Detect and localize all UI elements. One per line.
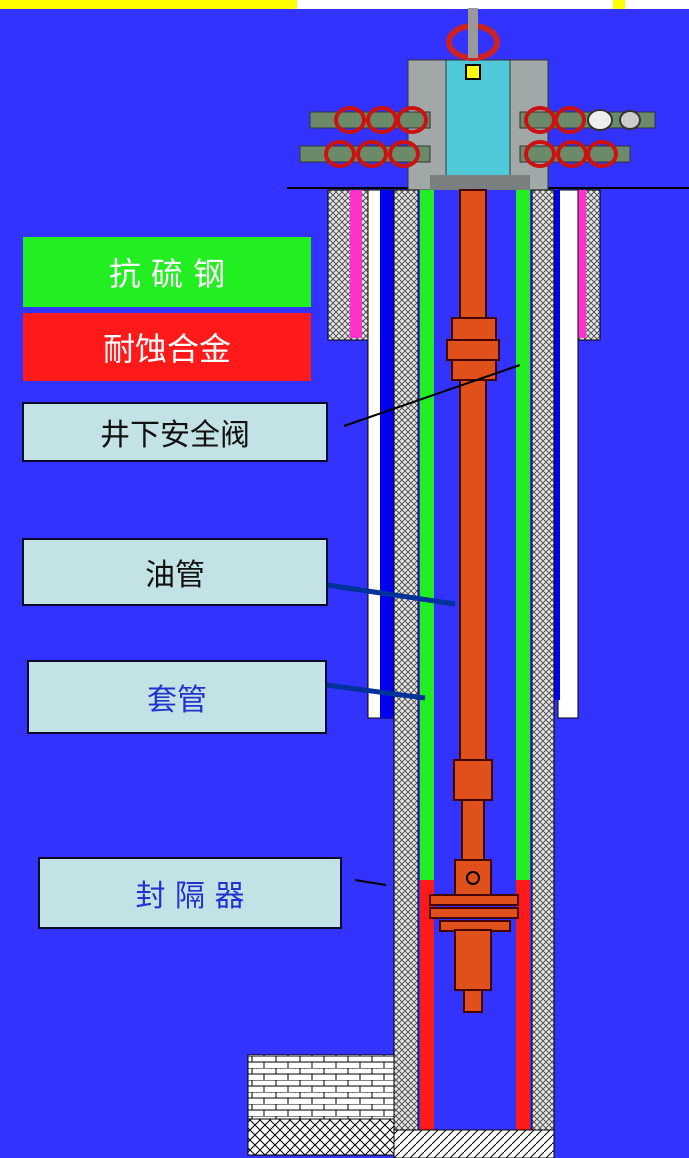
leader-casing (325, 682, 426, 701)
green-casing-left (420, 190, 434, 880)
legend-sulfur-steel-label: 抗 硫 钢 (108, 255, 226, 293)
tubing-string (429, 189, 519, 1013)
cement-left (393, 189, 419, 1131)
wellhead-tree (299, 8, 656, 191)
cement-right (531, 189, 555, 1131)
leader-packer (354, 879, 387, 886)
label-tubing-text: 油管 (145, 558, 205, 593)
legend-sulfur-steel: 抗 硫 钢 (23, 237, 311, 307)
bottom-hatch (393, 1129, 555, 1158)
label-safety-valve: 井下安全阀 (22, 402, 328, 462)
legend-corrosion-alloy: 耐蚀合金 (23, 313, 311, 381)
label-casing-text: 套管 (147, 683, 207, 718)
crosshatch-block (247, 1118, 395, 1156)
label-safety-valve-text: 井下安全阀 (100, 418, 250, 453)
red-casing-right (516, 880, 530, 1130)
casing-blue-left (380, 190, 394, 718)
outer-cement-left (327, 189, 371, 341)
top-yellow-bar-right (613, 0, 625, 9)
magenta-left (350, 190, 362, 338)
red-casing-left (420, 880, 434, 1130)
label-tubing: 油管 (22, 538, 328, 606)
label-casing: 套管 (27, 660, 327, 734)
leader-safety-valve (343, 364, 521, 427)
legend-corrosion-alloy-label: 耐蚀合金 (102, 330, 231, 368)
label-packer-text: 封 隔 器 (135, 879, 245, 914)
brick-block (247, 1054, 395, 1120)
green-casing-right (516, 190, 530, 880)
top-yellow-bar (0, 0, 297, 9)
leader-tubing (326, 582, 456, 607)
casing-wall-right (557, 189, 579, 719)
top-white-strip (297, 0, 613, 9)
label-packer: 封 隔 器 (38, 857, 342, 929)
